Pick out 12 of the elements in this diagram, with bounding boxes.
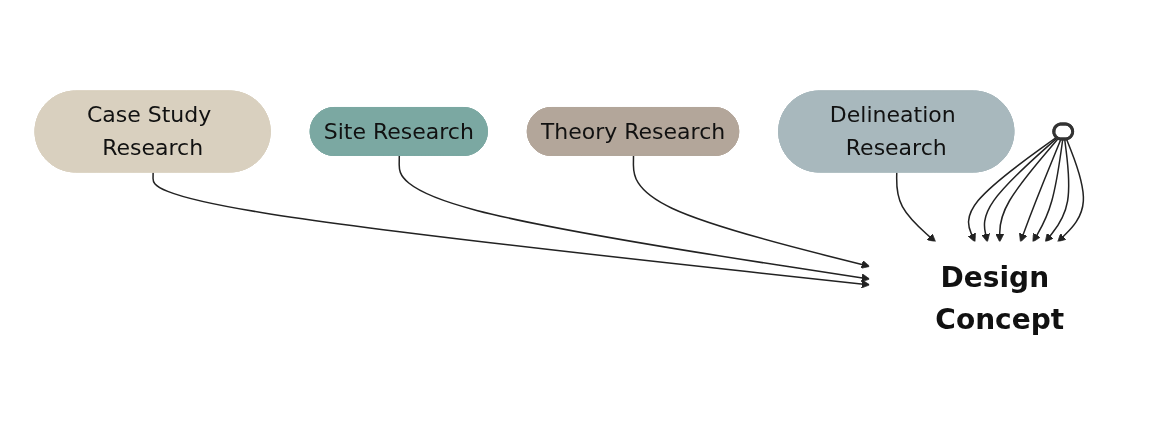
arrow: [1018, 138, 1062, 242]
arrow: [1044, 138, 1070, 242]
arrow: [895, 171, 936, 242]
arrow: [632, 154, 870, 269]
arrow: [1032, 138, 1064, 242]
node-text: Design Concept: [934, 260, 1064, 336]
arrow: [151, 171, 870, 288]
arrow: [1056, 138, 1084, 242]
arrow: [967, 136, 1057, 242]
arrow: [398, 154, 870, 282]
arrow: [994, 137, 1059, 242]
arrow: [980, 136, 1058, 242]
